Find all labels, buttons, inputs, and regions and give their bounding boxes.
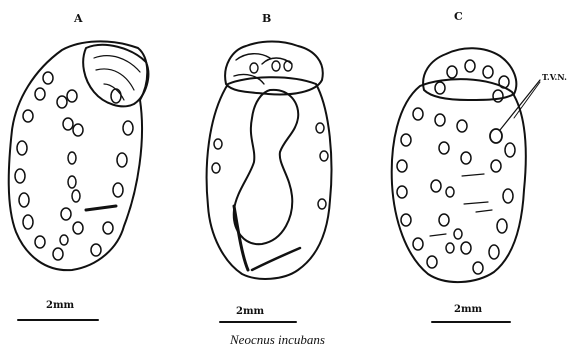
panel-a: A bbox=[9, 12, 149, 320]
panel-c-label: C bbox=[454, 10, 463, 23]
panel-b-oral-crown bbox=[225, 42, 323, 95]
panel-c-ridge-lines bbox=[430, 174, 492, 236]
panel-a-tube-feet bbox=[15, 72, 133, 260]
panel-c-body-outline bbox=[392, 79, 526, 282]
panel-c: C T.V.N. bbox=[392, 10, 567, 322]
panel-c-marked-foot bbox=[490, 129, 502, 143]
panel-b-dark-line-2 bbox=[252, 248, 300, 270]
panel-b-label: B bbox=[262, 12, 271, 25]
panel-c-tube-feet bbox=[397, 108, 515, 274]
panel-a-scale-label: 2mm bbox=[46, 300, 75, 311]
panel-a-label: A bbox=[73, 12, 83, 25]
panel-b-crown-tentacles bbox=[250, 61, 292, 73]
panel-b-side-feet bbox=[212, 123, 328, 209]
panel-b-scale-label: 2mm bbox=[236, 306, 265, 317]
panel-c-crown-tentacles bbox=[435, 60, 509, 102]
panel-a-introvert bbox=[83, 45, 148, 107]
panel-b-body-outline bbox=[207, 77, 332, 279]
panel-c-scale-label: 2mm bbox=[454, 304, 483, 315]
panel-c-annotation: T.V.N. bbox=[542, 72, 567, 82]
panel-a-introvert-folds bbox=[94, 56, 140, 100]
panel-b: B 2mm bbox=[207, 12, 332, 322]
panel-b-dark-line bbox=[234, 206, 248, 270]
panel-c-leader-2 bbox=[514, 82, 540, 118]
panel-a-dark-mark bbox=[86, 206, 116, 210]
panel-b-internal-organ bbox=[234, 90, 298, 244]
figure-caption: Neocnus incubans bbox=[229, 332, 325, 347]
